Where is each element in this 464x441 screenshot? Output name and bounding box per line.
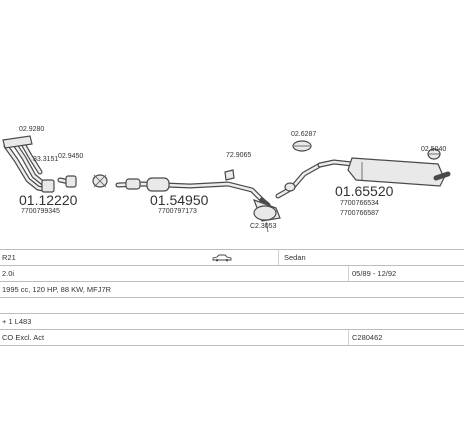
oem-reference: 7700766587 (340, 210, 379, 217)
info-row: 2.0i 05/89 - 12/92 (0, 265, 464, 281)
info-row: R21 Sedan (0, 249, 464, 265)
part-label: 72.9065 (226, 152, 251, 159)
emission-note: CO Excl. Act (2, 333, 45, 342)
info-row: 1995 cc, 120 HP, 88 KW, MFJ7R (0, 281, 464, 297)
rear-muffler-part (317, 157, 451, 187)
part-label: 02.9450 (58, 153, 83, 160)
body-type: Sedan (284, 253, 306, 262)
clamp-part (92, 174, 108, 188)
extra-note: + 1 L483 (2, 317, 32, 326)
model-name: R21 (2, 253, 16, 262)
part-label: 33.3151 (33, 156, 58, 163)
front-pipe-part (2, 135, 55, 193)
bracket-part (292, 140, 312, 152)
rear-clamp-part (427, 148, 441, 160)
column-divider (348, 330, 349, 345)
kit-code: C280462 (352, 333, 383, 342)
info-row: + 1 L483 (0, 313, 464, 329)
part-label: 02.9280 (19, 126, 44, 133)
column-divider (278, 250, 279, 265)
info-row (0, 297, 464, 313)
main-part-number: 01.54950 (150, 192, 209, 208)
oem-reference: 7700799345 (21, 208, 60, 215)
engine-spec: 1995 cc, 120 HP, 88 KW, MFJ7R (2, 285, 112, 294)
part-label: 02.5040 (421, 146, 446, 153)
part-label: 02.6287 (291, 131, 316, 138)
sedan-car-icon (212, 254, 232, 262)
column-divider (348, 266, 349, 281)
connector-pipe-part (275, 162, 323, 199)
vehicle-info-table: R21 Sedan 2.0i 05/89 - 12/92 1995 cc, 12… (0, 249, 464, 346)
info-row: CO Excl. Act C280462 (0, 329, 464, 346)
engine-label: 2.0i (2, 269, 15, 278)
production-years: 05/89 - 12/92 (352, 269, 397, 278)
center-muffler-part (252, 197, 281, 233)
oem-reference: 7700797173 (158, 208, 197, 215)
part-label: C2.3053 (250, 223, 277, 230)
gasket-part (57, 175, 77, 188)
main-part-number: 01.12220 (19, 192, 78, 208)
oem-reference: 7700766534 (340, 200, 379, 207)
main-part-number: 01.65520 (335, 183, 394, 199)
middle-pipe-part (115, 169, 265, 203)
